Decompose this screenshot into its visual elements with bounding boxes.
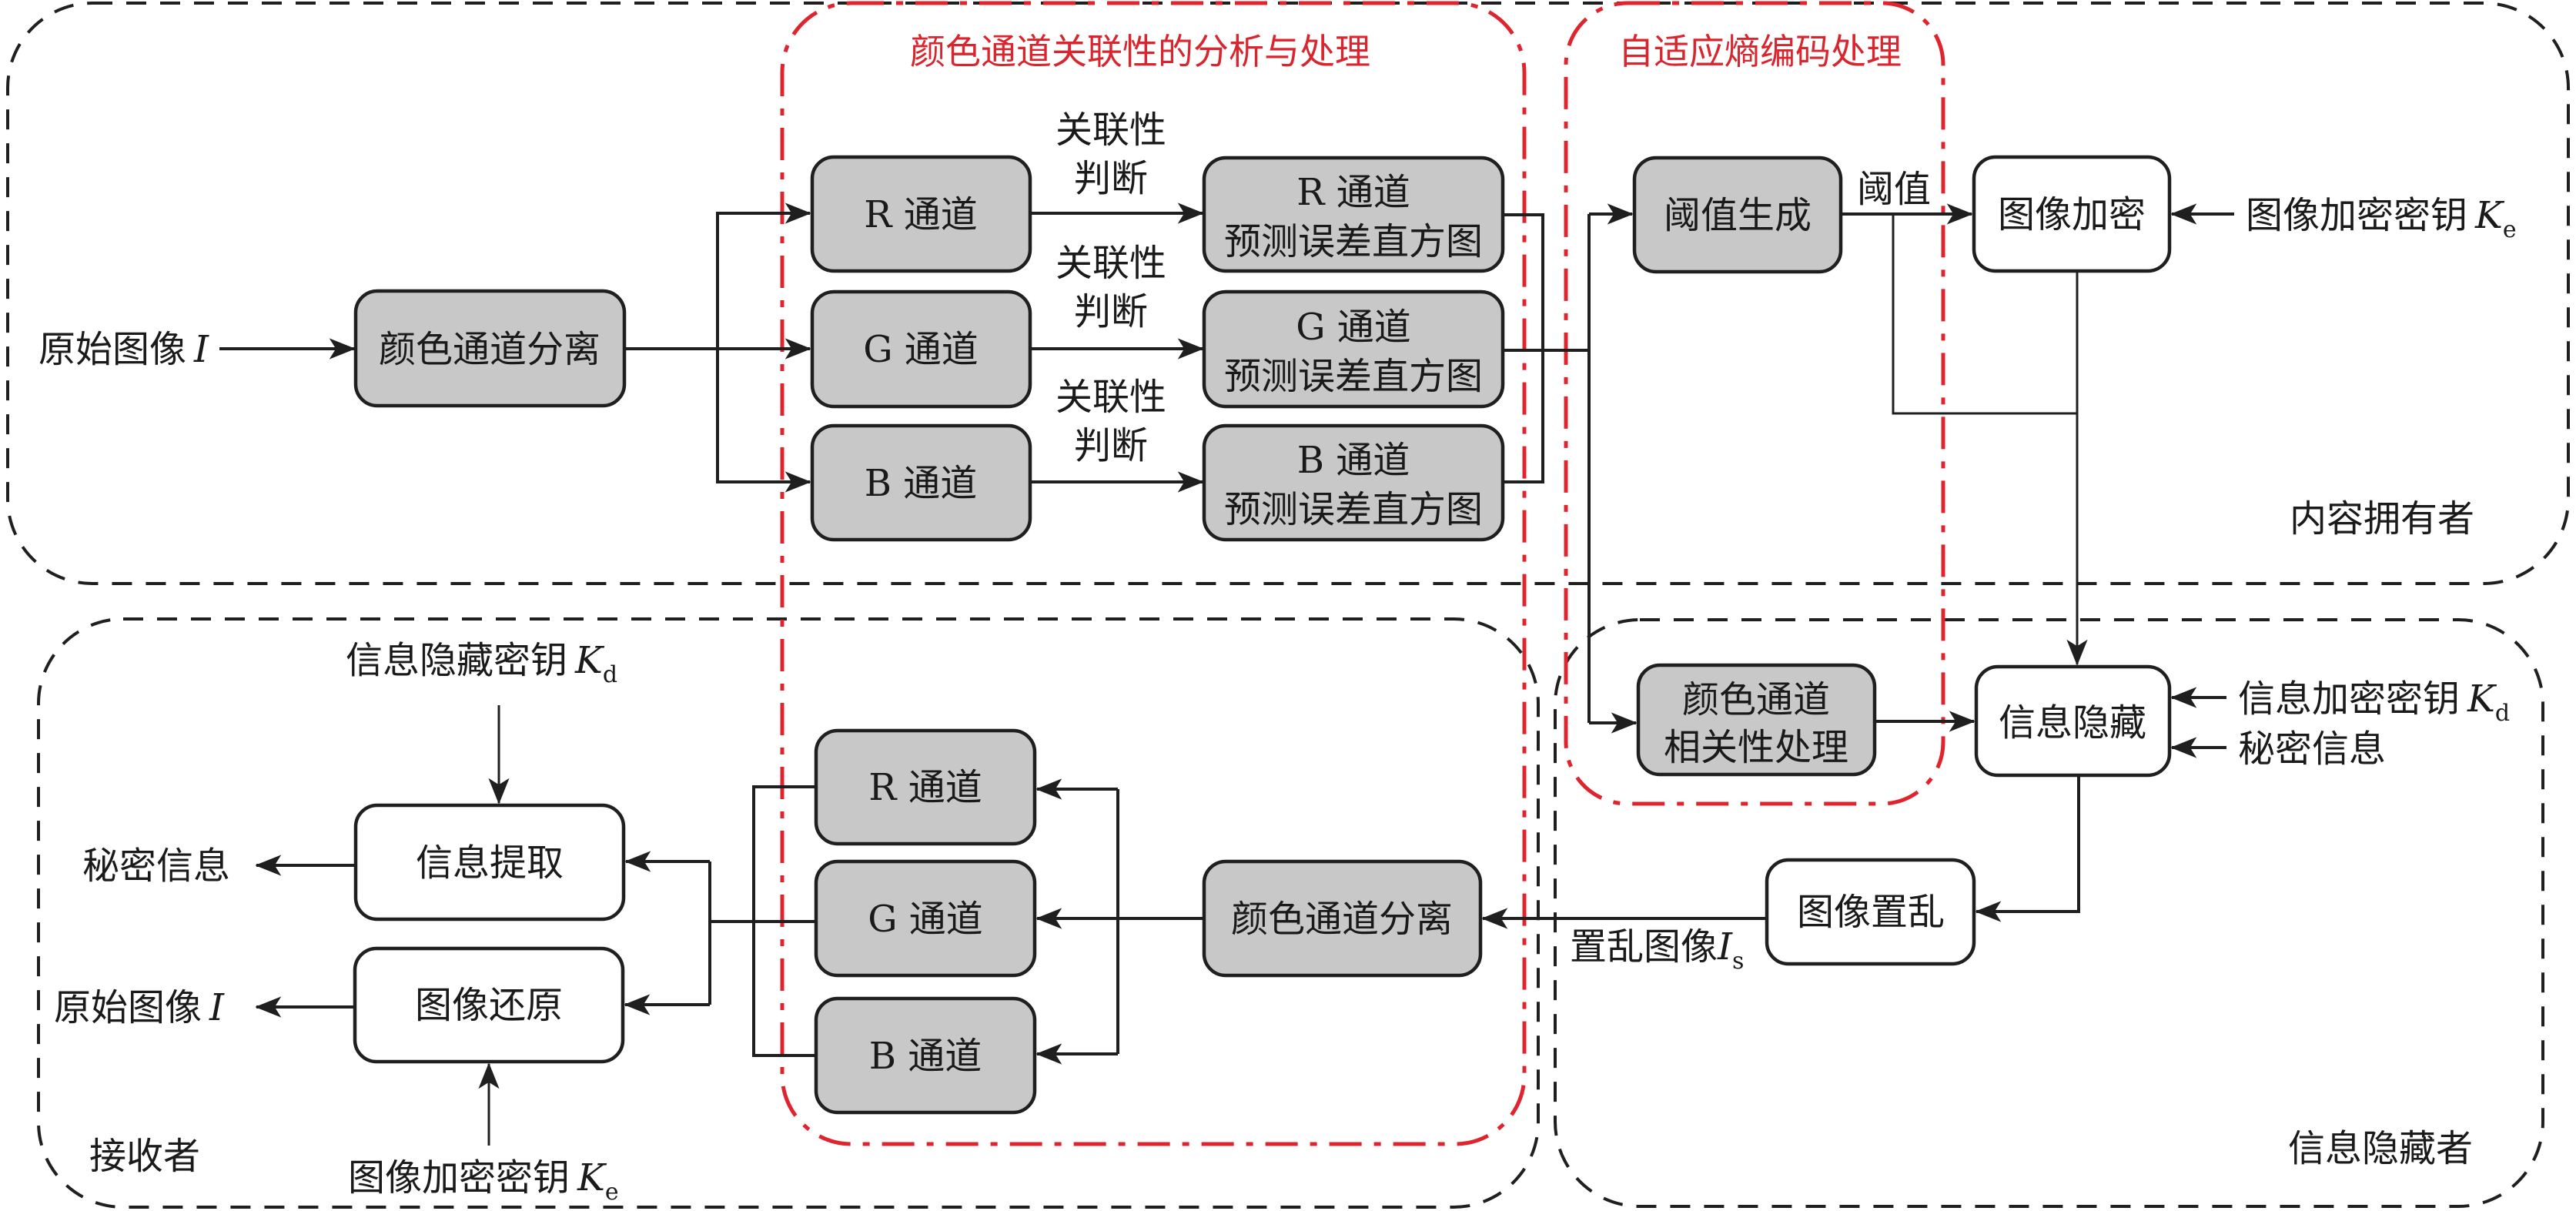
- process-label: 信息隐藏: [1999, 701, 2146, 744]
- process-information-extraction[interactable]: 信息提取: [353, 803, 626, 922]
- process-label-line1: B 通道: [1297, 439, 1410, 482]
- process-image-encryption[interactable]: 图像加密: [1972, 155, 2172, 273]
- region-label-content-owner: 内容拥有者: [2290, 497, 2474, 540]
- process-label-line2: 相关性处理: [1664, 726, 1848, 769]
- region-title-color-channel-analysis: 颜色通道关联性的分析与处理: [910, 31, 1370, 72]
- process-r-channel-bottom[interactable]: R 通道: [814, 728, 1037, 846]
- secret-message-input-label: 秘密信息: [2238, 728, 2386, 771]
- process-label: G 通道: [868, 898, 983, 941]
- process-image-scrambling[interactable]: 图像置乱: [1765, 858, 1976, 966]
- process-label: B 通道: [865, 462, 978, 505]
- svg-text:关联性: 关联性: [1055, 242, 1166, 285]
- region-content-owner: [6, 2, 2570, 585]
- correlation-label-g: 关联性 判断: [1055, 242, 1166, 333]
- receiver-wires: [255, 705, 1204, 1146]
- process-g-channel-bottom[interactable]: G 通道: [814, 859, 1037, 978]
- process-label: 图像还原: [415, 984, 563, 1027]
- process-label: G 通道: [863, 328, 979, 371]
- process-label-line2: 预测误差直方图: [1224, 488, 1483, 531]
- process-label: R 通道: [864, 193, 977, 236]
- process-label-line1: 颜色通道: [1682, 678, 1830, 721]
- process-g-histogram[interactable]: G 通道 预测误差直方图: [1202, 289, 1505, 409]
- correlation-label-r: 关联性 判断: [1055, 109, 1166, 200]
- process-information-hiding[interactable]: 信息隐藏: [1974, 664, 2172, 778]
- process-label-line1: R 通道: [1296, 171, 1410, 214]
- region-data-hider: [1554, 618, 2544, 1208]
- region-adaptive-entropy-coding: [1564, 1, 1945, 806]
- process-label: R 通道: [868, 766, 982, 809]
- process-label-line2: 预测误差直方图: [1224, 355, 1483, 398]
- process-r-histogram[interactable]: R 通道 预测误差直方图: [1202, 156, 1505, 273]
- process-label: 图像置乱: [1797, 891, 1945, 934]
- process-label: 阈值生成: [1664, 194, 1812, 237]
- svg-text:判断: 判断: [1074, 290, 1148, 333]
- region-receiver: [37, 617, 1540, 1209]
- region-title-adaptive-entropy-coding: 自适应熵编码处理: [1618, 31, 1902, 72]
- process-color-separation-top[interactable]: 颜色通道分离: [353, 289, 627, 408]
- svg-text:判断: 判断: [1074, 424, 1148, 467]
- correlation-label-b: 关联性 判断: [1055, 376, 1166, 467]
- region-label-receiver: 接收者: [89, 1135, 200, 1178]
- process-b-channel-bottom[interactable]: B 通道: [814, 996, 1037, 1115]
- owner-wires: [219, 202, 2234, 734]
- svg-text:判断: 判断: [1074, 157, 1148, 200]
- process-b-channel-top[interactable]: B 通道: [810, 423, 1032, 542]
- process-label-line1: G 通道: [1296, 306, 1411, 349]
- svg-text:关联性: 关联性: [1055, 376, 1166, 419]
- process-image-restoration[interactable]: 图像还原: [353, 946, 625, 1064]
- scrambled-image-label: 置乱图像Is: [1570, 925, 1744, 975]
- process-b-histogram[interactable]: B 通道 预测误差直方图: [1202, 423, 1505, 542]
- process-r-channel-top[interactable]: R 通道: [810, 155, 1032, 273]
- secret-message-output-label: 秘密信息: [82, 845, 230, 888]
- process-label: 图像加密: [1998, 193, 2146, 236]
- process-label: B 通道: [869, 1035, 982, 1078]
- process-g-channel-top[interactable]: G 通道: [810, 289, 1032, 409]
- process-threshold-generation[interactable]: 阈值生成: [1632, 156, 1843, 274]
- hider-wires: [1481, 687, 2226, 929]
- process-label: 颜色通道分离: [1231, 898, 1453, 941]
- svg-text:关联性: 关联性: [1055, 109, 1166, 152]
- process-label: 颜色通道分离: [379, 328, 601, 371]
- process-label: 信息提取: [416, 841, 564, 885]
- process-color-correlation[interactable]: 颜色通道 相关性处理: [1636, 663, 1877, 777]
- threshold-label: 阈值: [1857, 168, 1931, 211]
- process-label-line2: 预测误差直方图: [1224, 220, 1483, 263]
- region-label-data-hider: 信息隐藏者: [2288, 1127, 2473, 1170]
- process-color-separation-bottom[interactable]: 颜色通道分离: [1202, 859, 1483, 978]
- region-color-channel-analysis: [780, 1, 1527, 1146]
